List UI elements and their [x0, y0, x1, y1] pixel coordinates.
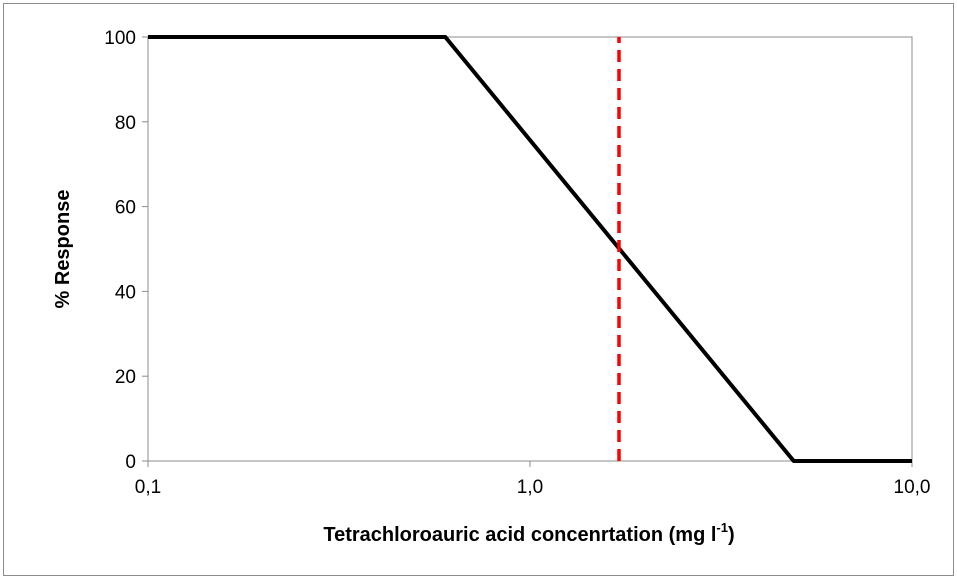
y-tick-label: 80	[115, 113, 136, 134]
x-axis-title-main: Tetrachloroauric acid concenrtation (mg …	[323, 524, 716, 546]
x-tick-label: 1,0	[517, 477, 543, 498]
y-tick-label: 60	[115, 198, 136, 219]
x-axis-title: Tetrachloroauric acid concenrtation (mg …	[323, 520, 734, 546]
y-axis-ticks: 0 20 40 60 80 100	[104, 28, 148, 473]
x-tick-label: 0,1	[135, 477, 161, 498]
series-layer	[148, 35, 912, 463]
x-axis-ticks: 0,1 1,0 10,0	[135, 461, 931, 498]
x-axis-title-suffix: )	[728, 524, 735, 546]
y-tick-label: 100	[104, 28, 136, 49]
x-axis-title-superscript: -1	[716, 520, 728, 535]
plot-area	[147, 36, 913, 462]
x-tick-label: 10,0	[894, 477, 931, 498]
y-tick-label: 40	[115, 282, 136, 303]
y-tick-label: 20	[115, 367, 136, 388]
y-tick-label: 0	[125, 452, 136, 473]
y-axis-title: % Response	[52, 190, 74, 309]
